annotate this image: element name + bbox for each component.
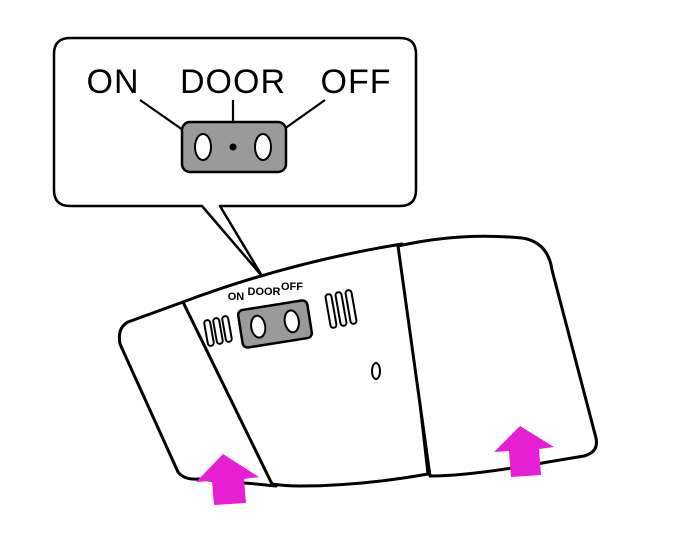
right-lens-cover	[396, 234, 598, 478]
screw-hole	[371, 362, 381, 380]
lamp-door-label: DOOR	[248, 286, 281, 298]
up-arrow-icon	[196, 454, 259, 505]
callout-switch	[180, 120, 288, 174]
lamp-on-label: ON	[228, 291, 245, 303]
vent-slots-left	[203, 315, 233, 347]
callout-door-label: DOOR	[180, 63, 286, 101]
left-lens-cover	[117, 300, 278, 488]
vent-slots-right	[324, 289, 358, 329]
callout-off-label: OFF	[321, 63, 392, 101]
up-arrow-icon	[494, 426, 554, 477]
lamp-switch	[236, 299, 314, 349]
callout-bubble: ON DOOR OFF	[52, 36, 418, 278]
center-housing	[181, 242, 430, 488]
dome-lamp	[117, 234, 598, 488]
lamp-off-label: OFF	[281, 281, 303, 293]
callout-on-label: ON	[87, 63, 140, 101]
